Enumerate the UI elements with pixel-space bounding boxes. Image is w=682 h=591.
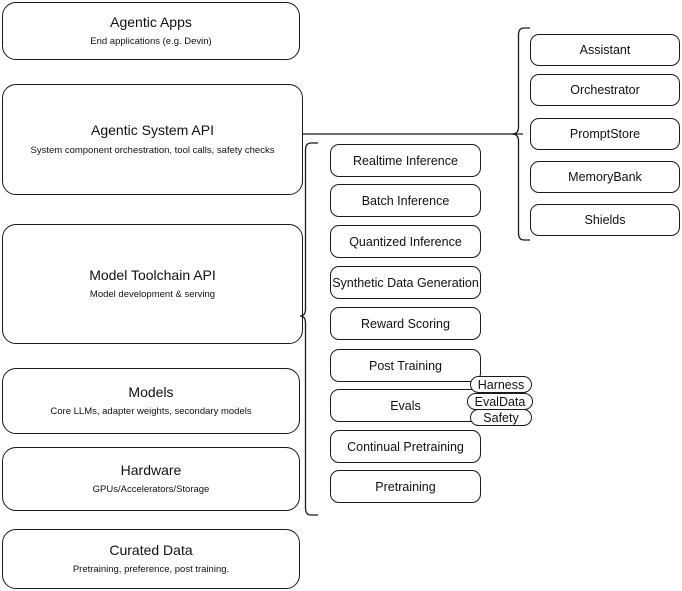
layer-title: Models [128,383,174,400]
toolchain-item-label: Post Training [369,358,442,373]
eval-pill-label: Harness [477,377,525,392]
toolchain-item-pretraining[interactable]: Pretraining [330,470,481,503]
layer-subtitle: GPUs/Accelerators/Storage [92,484,210,496]
toolchain-item-label: Reward Scoring [361,316,450,331]
system-item-assistant[interactable]: Assistant [530,34,680,66]
toolchain-item-label: Evals [390,398,421,413]
layer-subtitle: End applications (e.g. Devin) [90,36,212,48]
system-item-label: Assistant [579,43,631,57]
system-item-label: PromptStore [569,127,641,141]
toolchain-item-batch-inference[interactable]: Batch Inference [330,184,481,217]
layer-title: Curated Data [109,541,193,558]
layer-title: Model Toolchain API [89,266,216,283]
eval-pill-safety[interactable]: Safety [470,409,532,426]
toolchain-item-label: Continual Pretraining [347,439,464,454]
layer-agentic-system-api[interactable]: Agentic System API System component orch… [2,84,303,195]
system-item-promptstore[interactable]: PromptStore [530,118,680,150]
toolchain-item-synthetic-data-generation[interactable]: Synthetic Data Generation [330,266,481,299]
toolchain-item-label: Batch Inference [361,193,450,208]
toolchain-item-reward-scoring[interactable]: Reward Scoring [330,307,481,340]
system-item-label: Shields [584,213,626,227]
toolchain-item-quantized-inference[interactable]: Quantized Inference [330,225,481,258]
layer-model-toolchain-api[interactable]: Model Toolchain API Model development & … [2,224,303,344]
system-item-shields[interactable]: Shields [530,204,680,236]
layer-curated-data[interactable]: Curated Data Pretraining, preference, po… [2,529,300,589]
layer-subtitle: Core LLMs, adapter weights, secondary mo… [50,406,252,418]
toolchain-item-post-training[interactable]: Post Training [330,349,481,382]
system-item-memorybank[interactable]: MemoryBank [530,161,680,193]
toolchain-item-continual-pretraining[interactable]: Continual Pretraining [330,430,481,463]
eval-pill-label: Safety [483,410,519,425]
layer-agentic-apps[interactable]: Agentic Apps End applications (e.g. Devi… [2,2,300,60]
toolchain-item-label: Quantized Inference [349,234,462,249]
layer-subtitle: System component orchestration, tool cal… [30,144,275,156]
toolchain-item-realtime-inference[interactable]: Realtime Inference [330,144,481,177]
layer-title: Hardware [120,461,182,478]
toolchain-item-label: Pretraining [375,479,436,494]
eval-pill-evaldata[interactable]: EvalData [467,393,533,410]
layer-models[interactable]: Models Core LLMs, adapter weights, secon… [2,368,300,434]
layer-title: Agentic System API [91,122,214,139]
system-item-orchestrator[interactable]: Orchestrator [530,74,680,106]
layer-subtitle: Pretraining, preference, post training. [72,564,230,576]
toolchain-item-label: Synthetic Data Generation [332,275,479,290]
eval-pill-harness[interactable]: Harness [470,376,532,393]
layer-title: Agentic Apps [110,13,192,30]
layer-subtitle: Model development & serving [89,289,216,301]
eval-pill-label: EvalData [474,394,526,409]
system-item-label: Orchestrator [570,83,640,97]
toolchain-item-label: Realtime Inference [353,153,458,168]
layer-hardware[interactable]: Hardware GPUs/Accelerators/Storage [2,447,300,511]
system-item-label: MemoryBank [568,170,642,184]
toolchain-item-evals[interactable]: Evals [330,389,481,422]
